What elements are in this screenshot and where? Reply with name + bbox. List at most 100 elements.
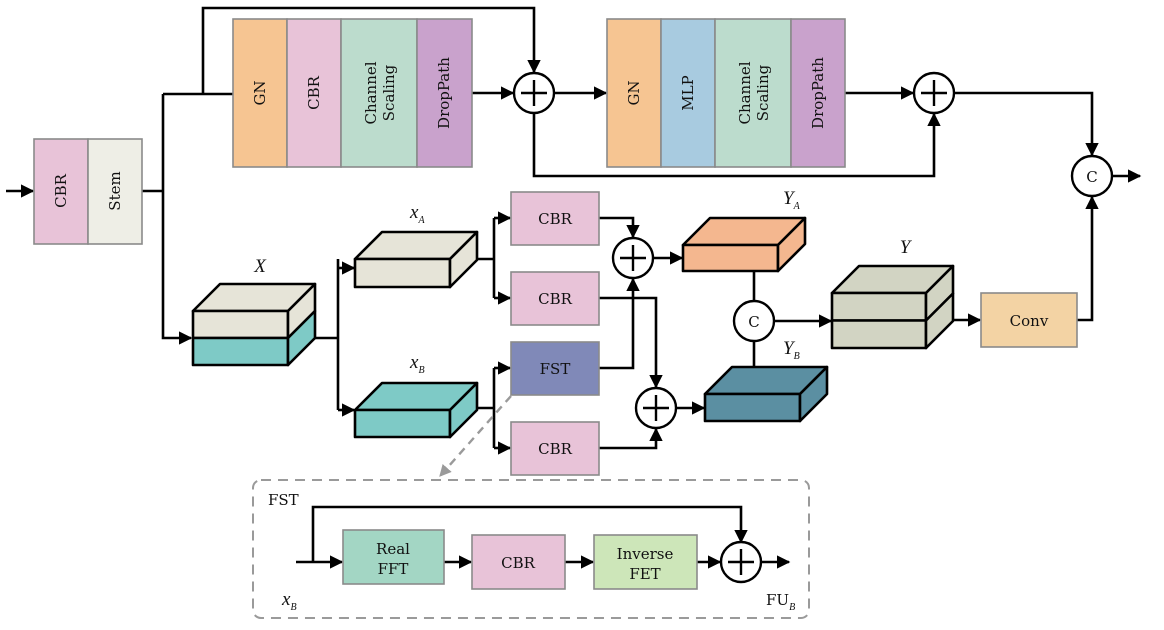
- tensor-xa-label: xA: [409, 202, 425, 226]
- operators: C C: [512, 71, 1114, 430]
- tensor-yb-label: YB: [783, 338, 800, 362]
- channel-mixer-block: GN MLP ChannelScaling DropPath: [606, 18, 846, 168]
- stem-box: [87, 138, 143, 245]
- tensor-ya-cube: [681, 216, 807, 273]
- cube-side-face: [924, 292, 955, 350]
- token-mixer-block: GN CBR ChannelScaling DropPath: [232, 18, 473, 168]
- cube-side-face: [448, 230, 479, 289]
- cube-front-face: [353, 408, 452, 439]
- concat-label: C: [1086, 168, 1097, 186]
- branch-boxes: CBR CBR FST CBR Conv: [510, 191, 1078, 476]
- tensor-xb-main: x: [409, 352, 419, 373]
- block2-droppath-box: [790, 18, 846, 168]
- skip-connection-2: [532, 112, 941, 178]
- add-node-2: [912, 71, 956, 115]
- block1-channel-scaling-label: ChannelScaling: [362, 61, 398, 124]
- cbr3-to-add4-wire: [599, 427, 663, 450]
- tensor-xb-sub: B: [418, 365, 424, 376]
- fst-callout-arrow: [439, 395, 512, 477]
- tensor-xb-label: xB: [409, 352, 425, 376]
- block1-gn-label: GN: [251, 80, 269, 105]
- plus-icon: [643, 395, 669, 421]
- fst-skip-wire: [311, 505, 748, 562]
- cbr2-label: CBR: [538, 290, 573, 308]
- cbr3-label: CBR: [538, 440, 573, 458]
- fst-label: FST: [540, 360, 571, 378]
- cube-front-face: [830, 291, 928, 322]
- cube-front-face: [191, 336, 290, 367]
- add-node-4: [634, 386, 678, 430]
- tensor-yb-cube: [703, 365, 829, 423]
- inverse-fet-label-line1: Inverse: [617, 545, 674, 563]
- fst-input-sub: B: [290, 602, 296, 613]
- cbr1-to-add3-wire: [599, 216, 640, 239]
- fst-input-label: xB: [281, 589, 297, 613]
- fst-output-label: FUB: [766, 591, 795, 613]
- cbr2-box: [510, 271, 600, 326]
- cube-side-face: [776, 216, 807, 273]
- tensor-yb-main: Y: [783, 338, 796, 359]
- tensor-x-cube: [191, 282, 317, 367]
- add2-to-concat-wire: [954, 91, 1099, 157]
- block1-cbr-label: CBR: [305, 75, 323, 110]
- cube-side-face: [286, 309, 317, 367]
- plus-icon: [728, 549, 754, 575]
- skip-connection-1: [201, 6, 541, 94]
- block1-droppath-box: [416, 18, 473, 168]
- cbr1-box: [510, 191, 600, 246]
- cube-front-face: [353, 257, 452, 289]
- conv-box: [980, 292, 1078, 348]
- stem-cbr-label: CBR: [52, 173, 70, 208]
- fst-output-main: FU: [766, 591, 789, 609]
- cube-front-face: [703, 392, 802, 423]
- tensor-xa-main: x: [409, 202, 419, 223]
- tensor-y-label: Y: [900, 237, 913, 258]
- conv-label: Conv: [1010, 312, 1049, 330]
- fst-input-main: x: [281, 589, 291, 610]
- block2-droppath-label: DropPath: [809, 57, 827, 129]
- concat-label: C: [748, 313, 759, 331]
- stem-cbr-box: [33, 138, 89, 245]
- fst-box: [510, 341, 600, 396]
- cube-front-face: [681, 243, 780, 273]
- concat-node-final: C: [1070, 154, 1114, 198]
- fst-detail-title: FST: [268, 491, 299, 509]
- cube-front-face: [830, 319, 928, 350]
- real-fft-box: [342, 529, 445, 585]
- cube-front-face: [191, 309, 290, 340]
- block2-channel-scaling-box: [714, 18, 792, 168]
- tensor-yb-sub: B: [794, 351, 800, 362]
- block2-mlp-box: [660, 18, 716, 168]
- block2-channel-scaling-label: ChannelScaling: [736, 61, 772, 124]
- block2-gn-label: GN: [625, 80, 643, 105]
- real-fft-label-line1: Real: [376, 540, 410, 558]
- tensor-xb-cube: [353, 381, 479, 439]
- plus-icon: [521, 80, 547, 106]
- fst-cbr-box: [471, 534, 566, 590]
- fst-output-sub: B: [789, 602, 795, 613]
- tensor-ya-sub: A: [793, 201, 801, 212]
- fst-dashed-border: [252, 479, 810, 619]
- real-fft-label-line2: FFT: [378, 560, 409, 578]
- trunk-to-x-wire: [161, 94, 193, 345]
- inverse-fet-label-line2: FET: [629, 565, 660, 583]
- tensor-ya-main: Y: [783, 188, 796, 209]
- fst-detail-panel: FST Real FFT CBR Inverse FET xB FUB: [252, 479, 810, 619]
- plus-icon: [620, 245, 646, 271]
- block1-cbr-box: [286, 18, 342, 168]
- cbr1-label: CBR: [538, 210, 573, 228]
- add-node-3: [611, 236, 655, 280]
- cube-side-face: [798, 365, 829, 423]
- tensor-ya-label: YA: [783, 188, 801, 212]
- stem-block: CBR Stem: [33, 138, 143, 245]
- cube-side-face: [448, 381, 479, 439]
- conv-to-concat-wire: [1077, 195, 1099, 322]
- tensor-xa-sub: A: [417, 215, 425, 226]
- tensor-y-cube: [830, 264, 955, 350]
- fst-add-node: [719, 540, 763, 584]
- tensor-labels: X xA xB YA YB Y: [253, 188, 913, 376]
- tensor-x-label: X: [253, 256, 267, 277]
- add-node-1: [512, 71, 556, 115]
- fst-cbr-label: CBR: [501, 554, 536, 572]
